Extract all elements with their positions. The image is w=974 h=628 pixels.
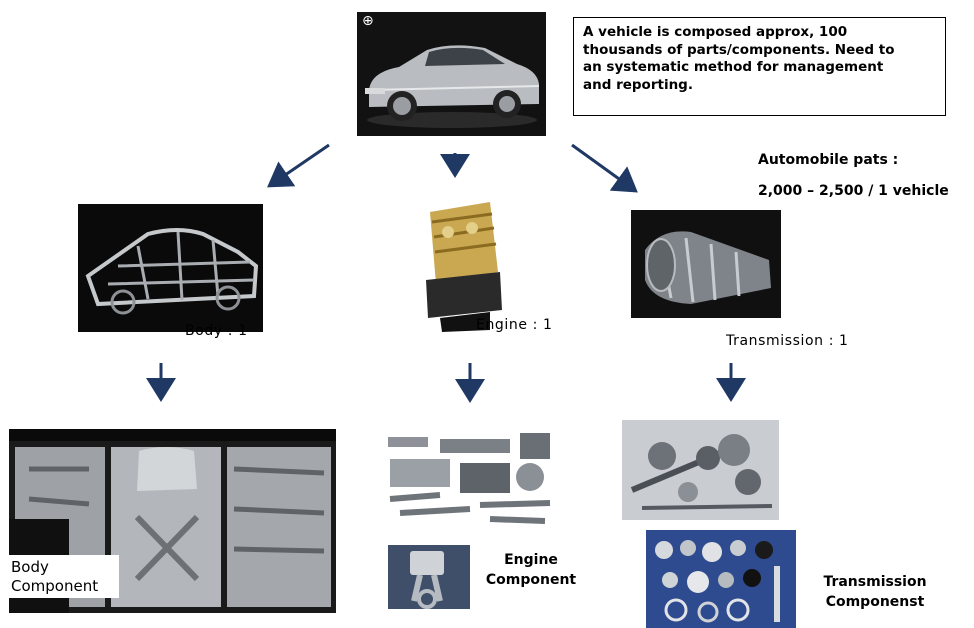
callout-line: A vehicle is composed approx, 100	[583, 24, 848, 40]
parts-count-value: 2,000 – 2,500 / 1 vehicle	[758, 183, 949, 199]
body-component-label-line: Component	[11, 577, 99, 595]
body-label: Body : 1	[185, 323, 248, 339]
engine-component-label-line: Component	[485, 572, 577, 588]
transmission-image	[631, 210, 781, 318]
callout-line: an systematic method for management	[583, 59, 884, 75]
transmission-gears-image	[622, 420, 779, 520]
transmission-component-label: Transmission Componenst	[812, 572, 938, 612]
callout-line: and reporting.	[583, 76, 693, 93]
description-callout: A vehicle is composed approx, 100 thousa…	[573, 17, 946, 116]
engine-component-label: Engine Component	[478, 550, 584, 590]
transmission-parts-image	[646, 530, 796, 628]
parts-count-title: Automobile pats :	[758, 152, 899, 168]
engine-label: Engine : 1	[476, 317, 553, 333]
transmission-component-label-line: Componenst	[825, 594, 925, 610]
transmission-label: Transmission : 1	[726, 333, 849, 349]
engine-parts-image	[380, 429, 557, 529]
transmission-component-label-line: Transmission	[823, 574, 927, 590]
arrow-to-body	[267, 143, 330, 188]
piston-image	[388, 545, 470, 609]
vehicle-image: ⊕	[357, 12, 546, 136]
body-component-label-line: Body	[11, 558, 49, 576]
engine-component-label-line: Engine	[504, 552, 558, 568]
engine-image	[420, 192, 504, 334]
body-image	[78, 204, 263, 332]
arrow-to-transmission	[571, 143, 638, 193]
callout-line: thousands of parts/components. Need to	[583, 41, 895, 58]
zoom-icon[interactable]: ⊕	[362, 13, 374, 29]
body-component-label: Body Component	[9, 555, 119, 598]
